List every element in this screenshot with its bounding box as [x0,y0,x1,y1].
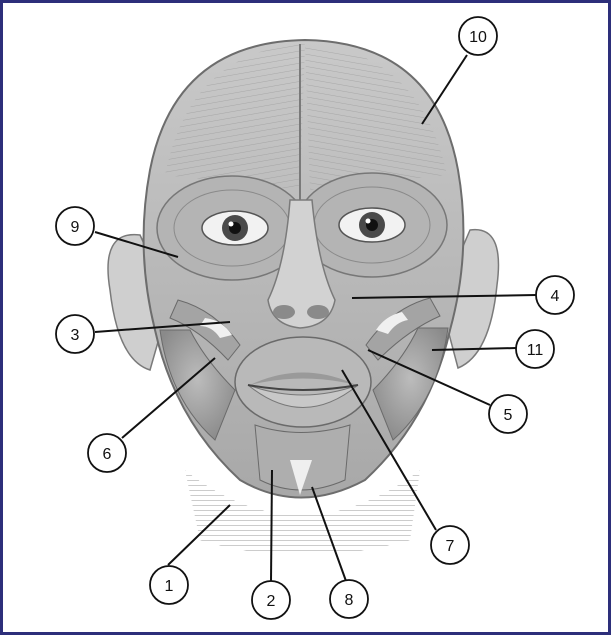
callout-2-label: 2 [267,593,276,610]
callout-10: 10 [459,17,497,55]
left-nostril [273,305,295,319]
callout-6-label: 6 [103,446,112,463]
callout-8-label: 8 [345,592,354,609]
callout-9: 9 [56,207,94,245]
callout-4: 4 [536,276,574,314]
left-eye-highlight [229,222,234,227]
callout-10-label: 10 [469,29,487,46]
callout-6: 6 [88,434,126,472]
callout-3-label: 3 [71,327,80,344]
callout-4-label: 4 [551,288,560,305]
right-nostril [307,305,329,319]
callout-1: 1 [150,566,188,604]
leader-2 [271,470,272,582]
facial-muscles-illustration: 1 2 3 4 5 6 7 8 [3,3,608,632]
callout-7: 7 [431,526,469,564]
callout-7-label: 7 [446,538,455,555]
callout-2: 2 [252,581,290,619]
callout-5-label: 5 [504,407,513,424]
orbicularis-oris [235,337,371,427]
frontalis-left [165,44,305,190]
callout-5: 5 [489,395,527,433]
callout-8: 8 [330,580,368,618]
callout-11-label: 11 [527,342,544,359]
leader-10 [422,55,467,124]
callout-9-label: 9 [71,219,80,236]
callout-1-label: 1 [165,578,174,595]
callout-3: 3 [56,315,94,353]
right-eye-highlight [366,219,371,224]
callout-11: 11 [516,330,554,368]
